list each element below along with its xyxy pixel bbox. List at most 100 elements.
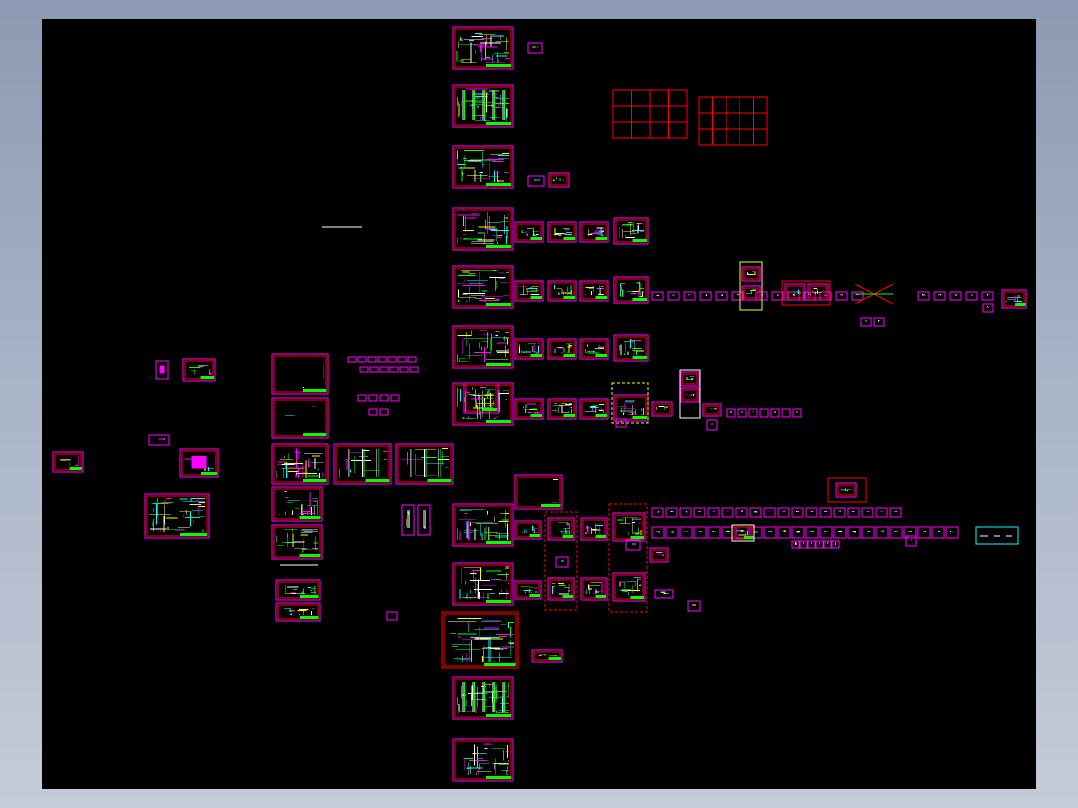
detail-view[interactable] [861, 526, 875, 539]
detail-view[interactable] [905, 535, 917, 547]
detail-view[interactable] [665, 507, 678, 518]
detail-view[interactable] [805, 507, 818, 518]
detail-view[interactable] [667, 291, 680, 301]
detail-view[interactable] [917, 291, 930, 301]
detail-view[interactable] [548, 172, 570, 188]
detail-view[interactable] [654, 589, 674, 599]
detail-view[interactable] [819, 507, 832, 518]
elevation-sheet-6[interactable] [333, 443, 392, 485]
section-sheet-2-3[interactable] [579, 280, 609, 302]
lower-sheet-1-4[interactable] [612, 512, 646, 542]
detail-view[interactable] [741, 285, 761, 301]
notes-sheet[interactable] [144, 493, 210, 539]
detail-view[interactable] [527, 42, 543, 54]
section-sheet-1-4[interactable] [613, 217, 649, 245]
main-sheet-2[interactable] [452, 84, 514, 128]
main-sheet-7[interactable] [452, 382, 514, 426]
detail-view[interactable] [860, 317, 872, 327]
blank-sheet[interactable] [514, 474, 563, 510]
lower-sheet-1-2[interactable] [547, 517, 575, 541]
detail-view[interactable] [693, 526, 707, 539]
detail-highlight-frame[interactable] [611, 382, 649, 424]
floor-plan-grid[interactable] [698, 96, 768, 146]
main-sheet-9[interactable] [452, 562, 514, 606]
main-sheet-6[interactable] [452, 325, 514, 369]
detail-view[interactable] [679, 526, 693, 539]
detail-view[interactable] [807, 540, 816, 549]
detail-view[interactable] [917, 526, 931, 539]
detail-view[interactable] [981, 291, 994, 301]
main-sheet-8[interactable] [452, 503, 514, 547]
detail-view[interactable] [531, 649, 563, 663]
detail-view[interactable] [749, 507, 762, 518]
detail-view[interactable] [784, 283, 806, 301]
detail-view[interactable] [731, 291, 744, 301]
section-sheet-2-2[interactable] [547, 280, 577, 302]
detail-view[interactable] [819, 526, 833, 539]
detail-view[interactable] [148, 434, 170, 446]
main-sheet-4[interactable] [452, 207, 514, 251]
detail-view[interactable] [683, 291, 696, 301]
detail-highlight-frame[interactable] [827, 477, 867, 503]
detail-view[interactable] [807, 283, 829, 301]
schedule-sheet[interactable] [275, 579, 321, 601]
detail-group-frame[interactable] [781, 280, 831, 306]
detail-view[interactable] [759, 408, 769, 418]
detail-view[interactable] [651, 291, 664, 301]
detail-view[interactable] [749, 526, 763, 539]
detail-view[interactable] [799, 540, 808, 549]
elevation-sheet-7[interactable] [395, 443, 454, 485]
detail-view[interactable] [831, 540, 840, 549]
section-sheet-4-3[interactable] [579, 398, 609, 420]
detail-view[interactable] [680, 387, 700, 403]
detail-view[interactable] [721, 507, 734, 518]
elevation-sheet-3[interactable] [271, 443, 329, 485]
detail-view[interactable] [847, 526, 861, 539]
cross-brace-detail[interactable] [854, 283, 894, 305]
main-sheet-5[interactable] [452, 265, 514, 309]
detail-view[interactable] [792, 408, 802, 418]
cad-model-space[interactable] [42, 19, 1036, 789]
detail-view[interactable] [770, 408, 780, 418]
detail-highlight-frame[interactable] [739, 261, 763, 311]
section-sheet-3-1[interactable] [514, 338, 544, 360]
detail-view[interactable] [815, 540, 824, 549]
detail-view[interactable] [903, 526, 917, 539]
detail-view[interactable] [982, 303, 994, 313]
detail-view[interactable] [791, 507, 804, 518]
detail-view[interactable] [693, 507, 706, 518]
detail-view[interactable] [615, 418, 627, 428]
detail-view[interactable] [182, 358, 216, 382]
detail-view[interactable] [763, 507, 776, 518]
section-sheet-3-4[interactable] [613, 334, 649, 362]
lower-sheet-1-1[interactable] [514, 520, 542, 540]
detail-view[interactable] [702, 403, 722, 417]
detail-view[interactable] [833, 526, 847, 539]
legend-frame[interactable] [975, 526, 1019, 545]
main-sheet-3[interactable] [452, 145, 514, 189]
detail-view[interactable] [386, 611, 398, 621]
detail-view[interactable] [771, 291, 784, 301]
detail-view[interactable] [707, 507, 720, 518]
detail-view[interactable] [463, 382, 499, 414]
detail-view[interactable] [715, 291, 728, 301]
detail-view[interactable] [781, 408, 791, 418]
detail-view[interactable] [527, 175, 545, 187]
detail-view[interactable] [945, 526, 959, 539]
detail-view[interactable] [835, 291, 848, 301]
detail-view[interactable] [680, 371, 700, 387]
detail-view[interactable] [417, 504, 431, 536]
detail-view[interactable] [401, 504, 415, 536]
drawing-canvas[interactable] [42, 19, 1036, 789]
section-sheet-3-3[interactable] [579, 338, 609, 360]
detail-view[interactable] [731, 524, 755, 542]
detail-view[interactable] [875, 507, 888, 518]
section-sheet-2-1[interactable] [514, 280, 544, 302]
lower-sheet-2-3[interactable] [580, 577, 608, 601]
section-group-frame[interactable] [608, 503, 648, 613]
lower-sheet-2-4[interactable] [612, 572, 646, 602]
detail-view[interactable] [873, 317, 885, 327]
section-sheet-1-1[interactable] [514, 221, 544, 243]
detail-view[interactable] [649, 547, 669, 563]
detail-view[interactable] [851, 291, 864, 301]
